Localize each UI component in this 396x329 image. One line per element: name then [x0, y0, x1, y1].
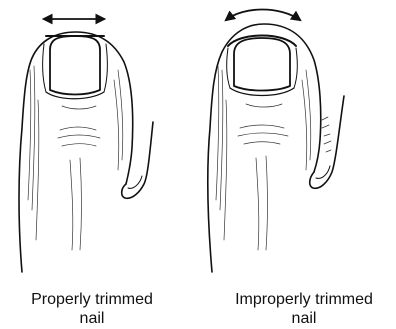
caption-properly-trimmed: Properly trimmed nail — [12, 290, 172, 328]
nail-side-left — [43, 44, 46, 92]
nail-plate — [50, 36, 100, 95]
nail-side-left — [227, 48, 230, 88]
nail-fold — [230, 88, 294, 96]
caption-line-1: Improperly trimmed — [212, 290, 396, 309]
caption-line-1: Properly trimmed — [12, 290, 172, 309]
nail-plate — [234, 38, 290, 91]
caption-line-2: nail — [212, 309, 396, 328]
improperly-trimmed-toe — [208, 10, 344, 273]
caption-improperly-trimmed: Improperly trimmed nail — [212, 290, 396, 328]
toe-side-fold-inner — [316, 166, 330, 178]
nail-side-right — [104, 44, 107, 92]
toe-side-fold — [310, 96, 344, 188]
properly-trimmed-toe — [19, 19, 153, 272]
toe-outline — [208, 24, 321, 272]
nail-side-right — [294, 48, 297, 88]
caption-line-2: nail — [12, 309, 172, 328]
toe-side-fold — [122, 122, 153, 198]
toe-shading — [216, 66, 331, 250]
double-headed-curved-arrow-icon — [226, 10, 300, 21]
toe-side-fold-inner — [128, 176, 142, 188]
